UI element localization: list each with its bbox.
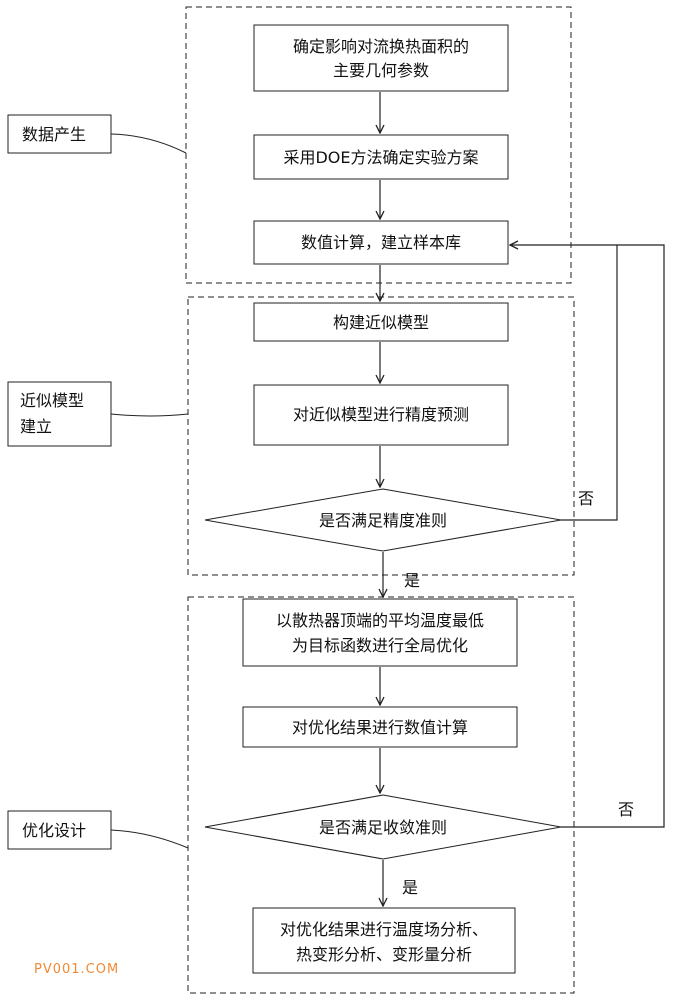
phase-label-data-generation: 数据产生 [22,125,86,144]
feedback-arrow-accuracy-no [510,245,618,521]
edge-label-accuracy-yes: 是 [404,571,420,590]
phase-label-box-optimization [7,810,112,850]
phase-label-box-data-generation [7,114,112,154]
step-text-final-analysis-line1: 对优化结果进行温度场分析、 [280,920,488,939]
edge-label-convergence-yes: 是 [402,878,418,897]
step-box-doe-plan [253,134,509,180]
feedback-arrow-convergence-no [561,244,665,828]
edge-label-convergence-no: 否 [618,800,634,819]
phase-connector-data-generation [110,133,187,154]
step-box-global-optimization [242,598,518,667]
phase-connector-optimization [110,829,189,849]
step-box-build-surrogate [253,302,509,342]
step-box-geometric-parameters [253,24,509,92]
phase-connector-surrogate-model [110,413,189,417]
phase-label-optimization: 优化设计 [22,821,86,840]
step-text-global-optimization-line2: 为目标函数进行全局优化 [292,636,468,655]
step-text-build-surrogate: 构建近似模型 [333,313,429,332]
decision-diamond-accuracy [204,488,562,552]
step-text-accuracy-prediction: 对近似模型进行精度预测 [293,405,469,424]
decision-diamond-convergence [204,794,562,860]
edge-label-accuracy-no: 否 [578,489,594,508]
step-text-final-analysis-line2: 热变形分析、变形量分析 [296,945,472,964]
step-box-sample-library [253,220,509,265]
step-text-geometric-parameters-line2: 主要几何参数 [333,61,429,80]
step-text-numerical-check: 对优化结果进行数值计算 [292,718,468,737]
phase-label-surrogate-model-line1: 近似模型 [20,391,84,410]
decision-text-accuracy: 是否满足精度准则 [319,511,447,530]
phase-label-surrogate-model-line2: 建立 [20,417,52,436]
step-text-geometric-parameters-line1: 确定影响对流换热面积的 [293,37,469,56]
watermark: PV001.COM [34,962,120,977]
decision-text-convergence: 是否满足收敛准则 [319,818,447,837]
step-text-doe-plan: 采用DOE方法确定实验方案 [283,148,478,167]
step-box-final-analysis [252,907,516,974]
step-text-global-optimization-line1: 以散热器顶端的平均温度最低 [276,611,484,630]
phase-group-data-generation [185,6,572,284]
step-box-numerical-check [242,706,518,748]
step-box-accuracy-prediction [253,384,509,446]
step-text-sample-library: 数值计算，建立样本库 [301,233,461,252]
